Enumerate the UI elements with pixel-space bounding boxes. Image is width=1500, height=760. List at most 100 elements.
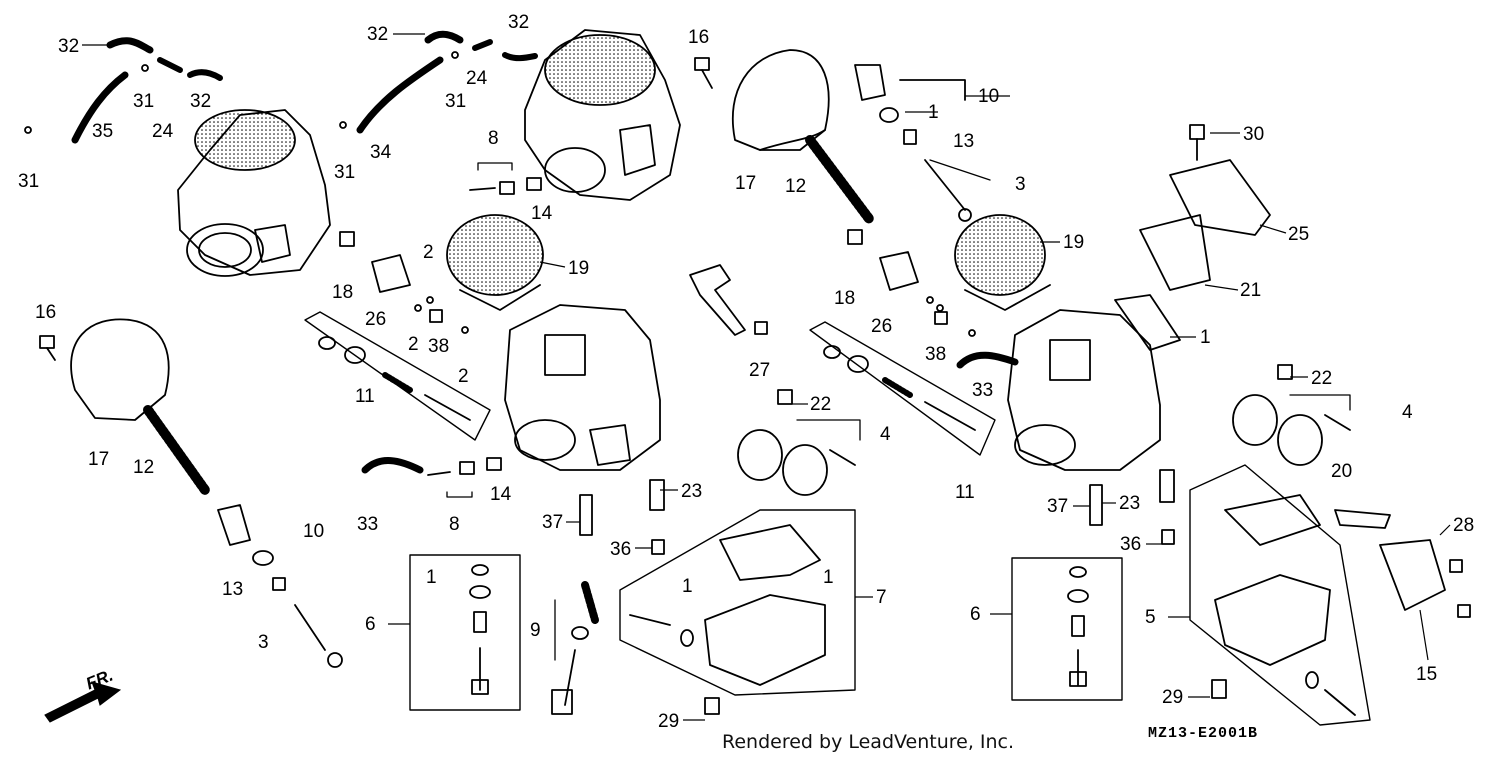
needle-parts-left (217, 504, 343, 668)
carburetor-body-center (504, 304, 661, 471)
kit-box-11-right (809, 321, 996, 456)
callout-1: 1 (682, 576, 693, 597)
callout-3: 3 (258, 632, 269, 653)
diagram-code: MZ13-E2001B (1148, 725, 1259, 742)
screw-parts-mid-right (847, 229, 976, 337)
callout-33: 33 (357, 514, 378, 535)
callout-1: 1 (426, 567, 437, 588)
callout-38: 38 (925, 344, 946, 365)
needle-valve-9 (551, 581, 599, 715)
throttle-parts-middle (737, 389, 856, 496)
callout-22: 22 (810, 394, 831, 415)
carburetor-assembly-top-middle (524, 29, 681, 201)
callout-35: 35 (92, 121, 113, 142)
diaphragm-19-center (446, 214, 544, 311)
callout-36: 36 (1120, 534, 1141, 555)
hoses-top-middle (339, 30, 538, 134)
callout-11: 11 (355, 386, 375, 407)
callout-18: 18 (332, 282, 353, 303)
callout-38: 38 (428, 336, 449, 357)
spring-12-upper (805, 135, 875, 225)
callout-26: 26 (365, 309, 386, 330)
bracket-27 (689, 264, 768, 336)
top-cap-17-left (70, 318, 170, 421)
callout-25: 25 (1288, 224, 1309, 245)
float-chamber-5 (1189, 464, 1371, 726)
callout-23: 23 (1119, 493, 1140, 514)
callout-32: 32 (58, 36, 79, 57)
callout-37: 37 (1047, 496, 1068, 517)
callout-13: 13 (222, 579, 243, 600)
callout-17: 17 (88, 449, 109, 470)
callout-34: 34 (370, 142, 392, 163)
float-chamber-7 (619, 509, 856, 696)
callout-3: 3 (1015, 174, 1026, 195)
callout-2: 2 (458, 366, 469, 387)
callout-1: 1 (823, 567, 834, 588)
screw-29-middle (704, 697, 720, 715)
callout-2: 2 (423, 242, 434, 263)
sensor-parts-right (1334, 509, 1471, 618)
callout-31: 31 (334, 162, 355, 183)
callout-27: 27 (749, 360, 770, 381)
callout-28: 28 (1453, 515, 1474, 536)
callout-6: 6 (365, 614, 376, 635)
callout-29: 29 (1162, 687, 1183, 708)
jet-parts-8-14-top (469, 177, 542, 195)
callout-16: 16 (35, 302, 56, 323)
screw-16-top (694, 57, 713, 89)
callout-26: 26 (871, 316, 892, 337)
callout-6: 6 (970, 604, 981, 625)
callout-30: 30 (1243, 124, 1264, 145)
callout-33: 33 (972, 380, 993, 401)
callout-37: 37 (542, 512, 563, 533)
callout-31: 31 (445, 91, 466, 112)
render-credit: Rendered by LeadVenture, Inc. (722, 731, 1015, 753)
callout-23: 23 (681, 481, 702, 502)
callout-31: 31 (18, 171, 39, 192)
callout-31: 31 (133, 91, 154, 112)
leader-lines (82, 33, 1451, 721)
callout-36: 36 (610, 539, 631, 560)
screw-parts-mid-left (339, 231, 469, 334)
callout-4: 4 (880, 424, 891, 445)
callout-12: 12 (785, 176, 806, 197)
front-direction-arrow-icon (44, 681, 122, 723)
top-cap-17-upper (731, 49, 830, 151)
callout-8: 8 (488, 128, 499, 149)
callout-17: 17 (735, 173, 756, 194)
callout-11: 11 (955, 482, 975, 503)
leader-brackets (446, 159, 1351, 661)
callout-2: 2 (408, 334, 419, 355)
hose-33-middle (361, 457, 502, 476)
callout-29: 29 (658, 711, 679, 732)
carburetor-assembly-top-left (177, 109, 331, 277)
callout-21: 21 (1240, 280, 1261, 301)
kit-box-11-left (304, 311, 491, 441)
callout-7: 7 (876, 587, 887, 608)
callout-24: 24 (466, 68, 488, 89)
callout-20: 20 (1331, 461, 1352, 482)
callout-10: 10 (303, 521, 324, 542)
callout-24: 24 (152, 121, 174, 142)
callout-14: 14 (490, 484, 512, 505)
callout-4: 4 (1402, 402, 1413, 423)
callout-18: 18 (834, 288, 855, 309)
kit-box-6-right (1011, 557, 1123, 701)
callout-8: 8 (449, 514, 460, 535)
spring-12-left (143, 405, 210, 495)
screw-29-right (1211, 679, 1227, 699)
callout-19: 19 (1063, 232, 1084, 253)
throttle-parts-right (1232, 364, 1351, 466)
callout-32: 32 (190, 91, 211, 112)
callout-19: 19 (568, 258, 589, 279)
callout-16: 16 (688, 27, 709, 48)
kit-box-6-left (409, 554, 521, 711)
callout-9: 9 (530, 620, 541, 641)
callout-5: 5 (1145, 607, 1156, 628)
screw-parts-middle (579, 479, 665, 555)
diaphragm-19-upper-right (954, 214, 1051, 311)
callout-14: 14 (531, 203, 553, 224)
callout-1: 1 (1200, 327, 1211, 348)
carburetor-body-right (1007, 309, 1161, 471)
